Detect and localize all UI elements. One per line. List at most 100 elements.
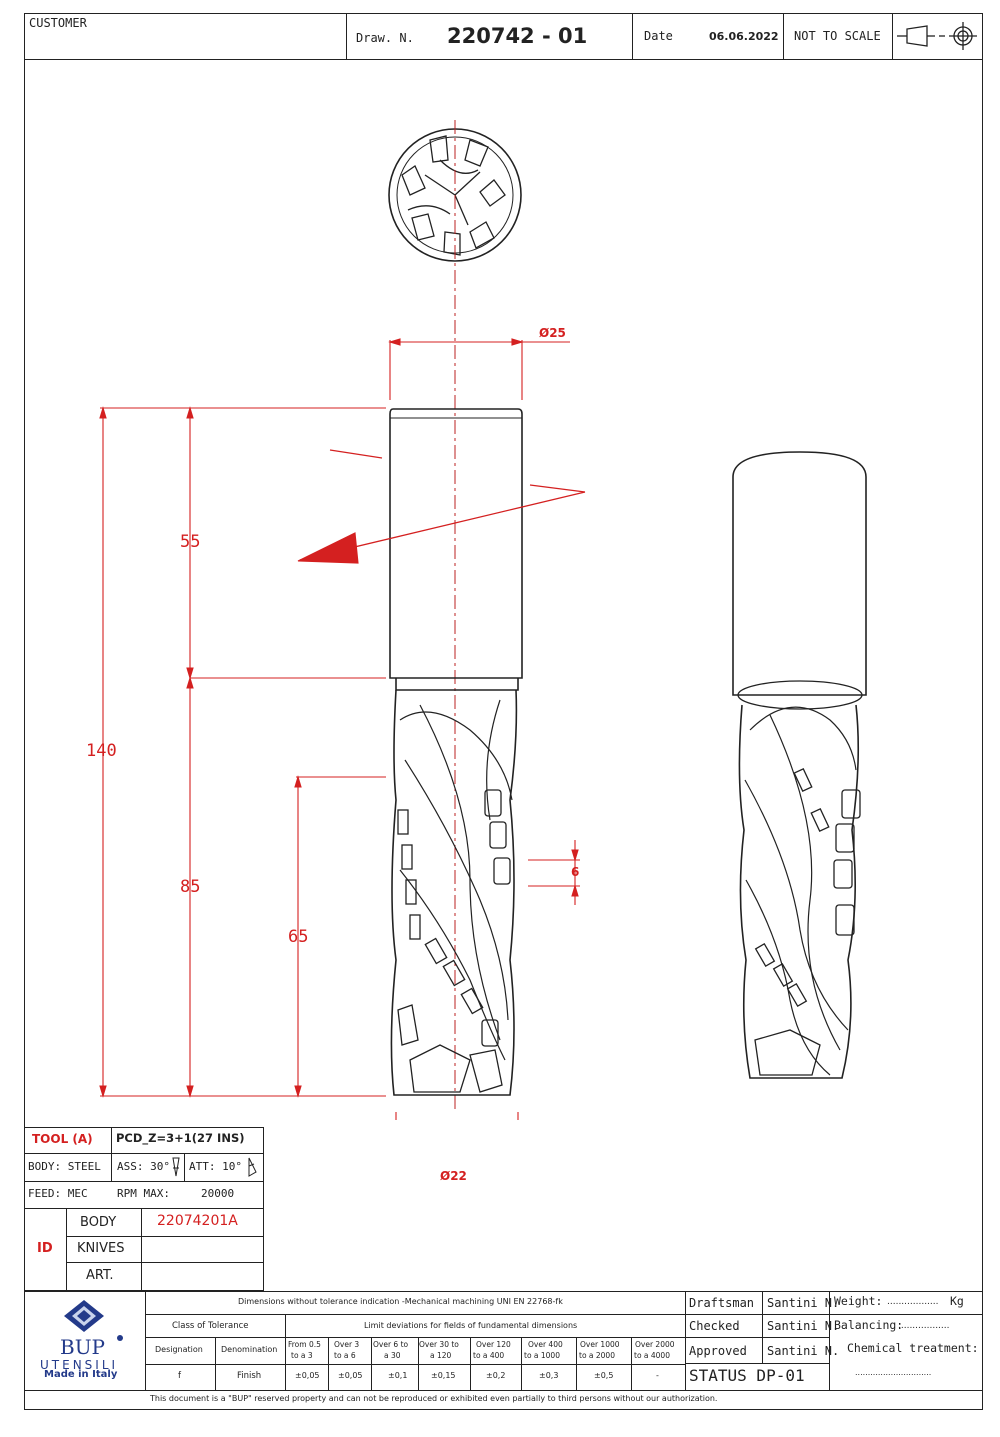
tool-table-sep <box>111 1153 112 1181</box>
body-material: BODY: STEEL <box>28 1160 101 1173</box>
id-row-body-value: 22074201A <box>157 1213 238 1229</box>
cut-diameter-label: Ø22 <box>440 1169 467 1183</box>
range-bot: to a 4000 <box>634 1351 670 1360</box>
tol-rule <box>145 1364 685 1365</box>
tool-table-rule <box>66 1262 264 1263</box>
tolerance-value: ±0,5 <box>594 1371 614 1380</box>
limit-deviations: Limit deviations for fields of fundament… <box>364 1321 578 1330</box>
range-top: Over 3 <box>334 1340 360 1349</box>
logo-brand: BUP <box>60 1335 106 1359</box>
approval-sep <box>829 1291 830 1390</box>
tolerance-value: ±0,15 <box>431 1371 456 1380</box>
tol-sep <box>521 1337 522 1390</box>
tolerance-value: ±0,05 <box>338 1371 363 1380</box>
cutting-length-label: 65 <box>288 927 309 947</box>
status: STATUS DP-01 <box>689 1366 805 1385</box>
tool-table <box>24 1127 264 1291</box>
logo-sub: UTENSILI <box>40 1358 119 1372</box>
chemical-dots: .............................. <box>855 1368 932 1377</box>
draw-label: Draw. N. <box>356 31 414 45</box>
id-label: ID <box>37 1241 53 1256</box>
range-bot: a 120 <box>430 1351 452 1360</box>
tolerance-value: ±0,3 <box>539 1371 559 1380</box>
id-row-art-label: ART. <box>86 1268 114 1283</box>
tol-sep <box>631 1337 632 1390</box>
balancing-label: Balancing: <box>834 1318 904 1332</box>
tool-table-sep <box>141 1208 142 1291</box>
range-bot: to a 6 <box>334 1351 356 1360</box>
date-value: 06.06.2022 <box>709 30 779 43</box>
approval-rule <box>685 1314 983 1315</box>
ass-angle-icon <box>172 1157 180 1177</box>
tol-sep <box>418 1337 419 1390</box>
tol-sep <box>576 1337 577 1390</box>
range-bot: to a 2000 <box>579 1351 615 1360</box>
weight-label: Weight: <box>834 1294 883 1308</box>
total-length-label: 140 <box>86 741 117 761</box>
tolerance-value: ±0,1 <box>388 1371 408 1380</box>
bup-logo <box>64 1300 123 1341</box>
range-top: From 0.5 <box>288 1340 321 1349</box>
shank-diameter-label: Ø25 <box>539 326 566 340</box>
header-divider <box>24 59 983 60</box>
approval-rule <box>685 1337 829 1338</box>
tool-table-rule <box>24 1153 264 1154</box>
range-top: Over 6 to <box>373 1340 409 1349</box>
draftsman-label: Draftsman <box>689 1296 755 1310</box>
range-top: Over 1000 <box>580 1340 620 1349</box>
feed: FEED: MEC <box>28 1187 88 1200</box>
range-top: Over 400 <box>528 1340 563 1349</box>
tol-sep <box>371 1337 372 1390</box>
tolerance-value: ±0,2 <box>486 1371 506 1380</box>
title-block-sep <box>145 1291 146 1390</box>
tol-sep <box>685 1291 686 1390</box>
class-of-tolerance: Class of Tolerance <box>172 1321 249 1331</box>
denomination-value: Finish <box>237 1371 262 1381</box>
tool-table-sep <box>66 1208 67 1291</box>
designation-value: f <box>178 1371 181 1381</box>
tolerance-value: ±0,05 <box>295 1371 320 1380</box>
weight-unit: Kg <box>950 1294 964 1308</box>
rpm-label: RPM MAX: <box>117 1187 170 1200</box>
att-angle: ATT: 10° <box>189 1160 242 1173</box>
approved-name: Santini N. <box>767 1344 840 1358</box>
logo-made: Made in Italy <box>44 1369 118 1380</box>
customer-label: CUSTOMER <box>29 16 87 30</box>
rpm-value: 20000 <box>201 1187 235 1200</box>
tool-table-rule <box>66 1236 264 1237</box>
tool-value: PCD_Z=3+1(27 INS) <box>116 1131 245 1145</box>
header-sep <box>892 13 893 59</box>
scale-note: NOT TO SCALE <box>794 29 881 43</box>
tol-rule <box>145 1337 685 1338</box>
tol-sep <box>470 1337 471 1390</box>
approval-rule <box>685 1363 829 1364</box>
header-sep <box>783 13 784 59</box>
footer-note: This document is a "BUP" reserved proper… <box>150 1394 718 1403</box>
chemical-label: Chemical treatment: <box>847 1341 979 1355</box>
tolerance-title: Dimensions without tolerance indication … <box>238 1297 563 1306</box>
checked-name: Santini N. <box>767 1319 840 1333</box>
id-row-knives-label: KNIVES <box>77 1241 125 1256</box>
tolerance-value: - <box>656 1371 659 1380</box>
dimension-lines <box>99 338 586 1120</box>
projection-symbol-icon <box>897 22 977 50</box>
tool-label: TOOL (A) <box>32 1132 93 1146</box>
tol-rule <box>145 1314 685 1315</box>
approval-sep <box>762 1291 763 1363</box>
range-top: Over 30 to <box>419 1340 459 1349</box>
title-block-top <box>24 1291 983 1292</box>
checked-label: Checked <box>689 1319 740 1333</box>
draw-number: 220742 - 01 <box>447 24 588 48</box>
tool-table-rule <box>24 1181 264 1182</box>
tool-drawing <box>99 120 867 1120</box>
range-bot: to a 400 <box>473 1351 505 1360</box>
ass-angle: ASS: 30° <box>117 1160 170 1173</box>
date-label: Date <box>644 29 673 43</box>
tol-sep <box>285 1314 286 1390</box>
range-bot: to a 3 <box>291 1351 313 1360</box>
range-bot: a 30 <box>384 1351 401 1360</box>
title-block-footer-rule <box>24 1390 983 1391</box>
id-row-body-label: BODY <box>80 1215 117 1230</box>
header-sep <box>632 13 633 59</box>
range-top: Over 120 <box>476 1340 511 1349</box>
